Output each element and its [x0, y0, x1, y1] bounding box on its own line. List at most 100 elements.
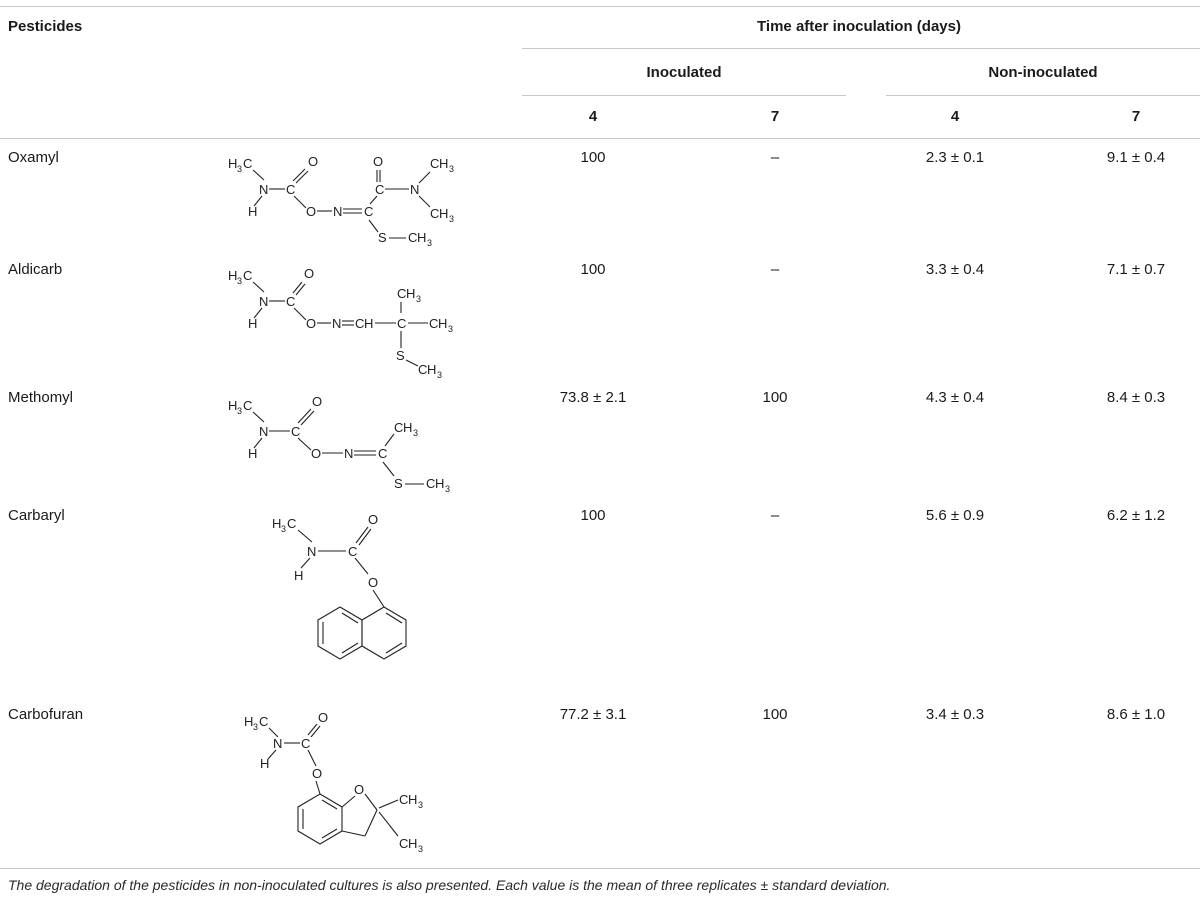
- svg-text:H: H: [427, 362, 436, 377]
- svg-text:O: O: [368, 512, 378, 527]
- svg-text:H: H: [403, 420, 412, 435]
- svg-text:C: C: [429, 316, 438, 331]
- svg-text:C: C: [375, 182, 384, 197]
- svg-text:C: C: [259, 714, 268, 729]
- svg-text:C: C: [291, 424, 300, 439]
- header-inoculated: Inoculated: [646, 64, 722, 81]
- svg-text:O: O: [304, 266, 314, 281]
- svg-text:H: H: [260, 756, 269, 771]
- row-carbofuran-inoc4: 77.2 ± 3.1: [559, 706, 627, 723]
- svg-text:N: N: [273, 736, 282, 751]
- svg-text:N: N: [259, 294, 268, 309]
- svg-text:H: H: [272, 516, 281, 531]
- header-bottom-rule: [0, 138, 1200, 139]
- row-oxamyl-inoc4: 100: [580, 149, 606, 166]
- row-carbofuran-name: Carbofuran: [8, 706, 84, 723]
- svg-text:O: O: [306, 204, 316, 219]
- svg-text:3: 3: [418, 844, 423, 854]
- row-aldicarb-non4: 3.3 ± 0.4: [925, 261, 985, 278]
- table-top-rule: [0, 6, 1200, 7]
- svg-text:C: C: [286, 182, 295, 197]
- svg-text:H: H: [435, 476, 444, 491]
- svg-text:3: 3: [237, 406, 242, 416]
- svg-text:H: H: [364, 316, 373, 331]
- svg-text:H: H: [244, 714, 253, 729]
- svg-text:N: N: [259, 182, 268, 197]
- svg-text:C: C: [430, 206, 439, 221]
- svg-text:O: O: [354, 782, 364, 797]
- svg-text:3: 3: [237, 276, 242, 286]
- header-non-inoculated-day7: 7: [1131, 108, 1141, 125]
- row-carbaryl-inoc4: 100: [580, 507, 606, 524]
- svg-text:C: C: [348, 544, 357, 559]
- svg-text:C: C: [399, 792, 408, 807]
- svg-text:O: O: [312, 766, 322, 781]
- svg-text:3: 3: [449, 164, 454, 174]
- svg-text:N: N: [410, 182, 419, 197]
- svg-text:O: O: [312, 394, 322, 409]
- row-carbaryl-non4: 5.6 ± 0.9: [925, 507, 985, 524]
- svg-text:C: C: [364, 204, 373, 219]
- svg-text:C: C: [426, 476, 435, 491]
- svg-text:H: H: [248, 316, 257, 331]
- svg-text:3: 3: [253, 722, 258, 732]
- time-header-rule: [522, 48, 1200, 49]
- svg-text:C: C: [408, 230, 417, 245]
- svg-text:O: O: [318, 710, 328, 725]
- row-oxamyl-inoc7: –: [770, 149, 780, 166]
- svg-text:C: C: [418, 362, 427, 377]
- svg-text:3: 3: [427, 238, 432, 248]
- svg-text:N: N: [307, 544, 316, 559]
- svg-text:3: 3: [418, 800, 423, 810]
- row-methomyl-non7: 8.4 ± 0.3: [1106, 389, 1166, 406]
- header-non-inoculated: Non-inoculated: [988, 64, 1098, 81]
- table-footnote: The degradation of the pesticides in non…: [8, 877, 891, 893]
- header-inoculated-day7: 7: [770, 108, 780, 125]
- row-methomyl-name: Methomyl: [8, 389, 74, 406]
- row-oxamyl-non4: 2.3 ± 0.1: [925, 149, 985, 166]
- svg-text:C: C: [301, 736, 310, 751]
- svg-text:3: 3: [413, 428, 418, 438]
- row-aldicarb-inoc7: –: [770, 261, 780, 278]
- svg-text:O: O: [373, 154, 383, 169]
- row-carbaryl-name: Carbaryl: [8, 507, 65, 524]
- row-oxamyl-non7: 9.1 ± 0.4: [1106, 149, 1166, 166]
- row-methomyl-non4: 4.3 ± 0.4: [925, 389, 985, 406]
- svg-text:3: 3: [449, 214, 454, 224]
- svg-text:C: C: [430, 156, 439, 171]
- svg-text:C: C: [355, 316, 364, 331]
- svg-text:O: O: [306, 316, 316, 331]
- svg-text:C: C: [397, 286, 406, 301]
- header-inoculated-day4: 4: [588, 108, 598, 125]
- svg-text:H: H: [294, 568, 303, 583]
- svg-text:S: S: [394, 476, 403, 491]
- svg-text:H: H: [228, 268, 237, 283]
- svg-text:C: C: [243, 268, 252, 283]
- svg-text:C: C: [287, 516, 296, 531]
- svg-text:H: H: [439, 156, 448, 171]
- non-inoculated-header-rule: [886, 95, 1200, 96]
- svg-text:N: N: [259, 424, 268, 439]
- row-oxamyl-name: Oxamyl: [8, 149, 59, 166]
- row-aldicarb-inoc4: 100: [580, 261, 606, 278]
- svg-text:S: S: [396, 348, 405, 363]
- header-time-after-inoculation: Time after inoculation (days): [757, 18, 961, 35]
- row-carbofuran-non7: 8.6 ± 1.0: [1106, 706, 1166, 723]
- svg-text:S: S: [378, 230, 387, 245]
- svg-text:H: H: [248, 446, 257, 461]
- svg-text:C: C: [397, 316, 406, 331]
- svg-text:H: H: [408, 836, 417, 851]
- svg-text:H: H: [408, 792, 417, 807]
- svg-text:N: N: [344, 446, 353, 461]
- svg-text:N: N: [332, 316, 341, 331]
- svg-text:C: C: [394, 420, 403, 435]
- svg-text:3: 3: [445, 484, 450, 494]
- svg-text:O: O: [308, 154, 318, 169]
- row-carbaryl-inoc7: –: [770, 507, 780, 524]
- row-methomyl-inoc7: 100: [762, 389, 788, 406]
- row-carbofuran-inoc7: 100: [762, 706, 788, 723]
